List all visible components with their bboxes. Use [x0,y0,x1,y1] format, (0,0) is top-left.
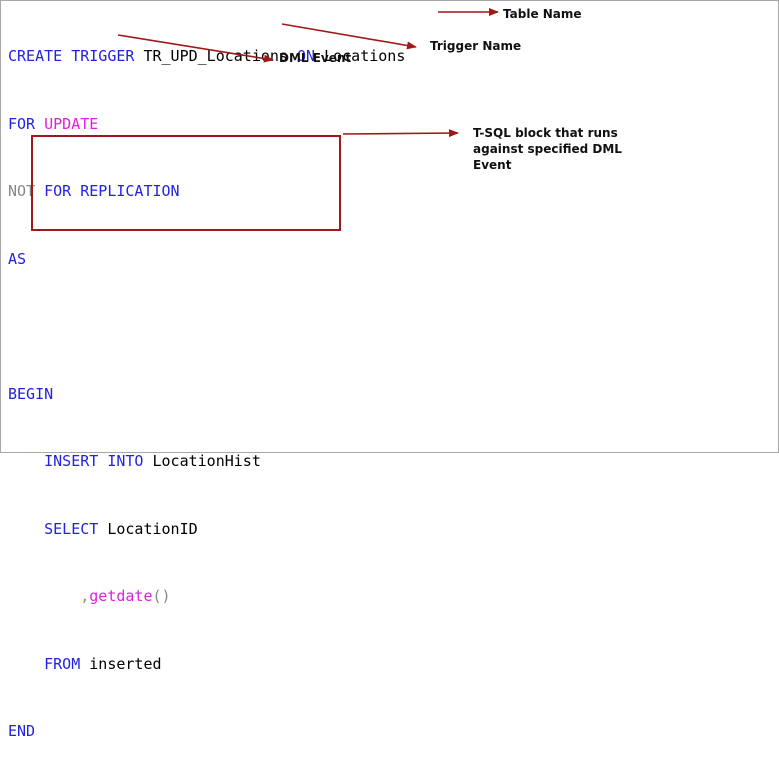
keyword-for-2: FOR [44,182,72,200]
keyword-as: AS [8,249,27,268]
code-line-as: AS [8,248,405,271]
column-text: LocationID [107,519,198,538]
history-table-text: LocationHist [152,452,261,470]
arrow-tsql-block [342,129,459,138]
function-getdate: getdate [89,587,153,605]
inserted-table-text: inserted [89,654,162,673]
keyword-into: INTO [107,452,144,470]
code-line-select: SELECT LocationID [8,518,405,541]
label-tsql-block-line3: Event [473,158,512,172]
keyword-end: END [8,722,36,740]
code-line-from: FROM inserted [8,653,405,676]
label-tsql-block-line2: against specified DML [473,142,622,156]
label-table-name: Table Name [503,7,582,21]
arrow-dml-event [117,34,274,63]
code-line-not-for-replication: NOT FOR REPLICATION [8,180,405,203]
keyword-on: ON [297,47,316,65]
label-dml-event: DML Event [279,51,352,65]
code-line-for-update: FOR UPDATE [8,113,405,136]
code-line-create-trigger: CREATE TRIGGER TR_UPD_Locations ON Locat… [8,45,405,68]
code-line-insert-into: INSERT INTO LocationHist [8,450,405,473]
label-trigger-name: Trigger Name [430,39,522,53]
annotation-arrows [117,8,499,138]
label-tsql-block-line1: T-SQL block that runs [473,126,618,140]
table-name-text: Locations [324,47,406,65]
keyword-trigger: TRIGGER [71,47,135,65]
keyword-select: SELECT [44,519,99,538]
diagram-frame [0,0,779,453]
code-line-begin: BEGIN [8,383,405,406]
keyword-begin: BEGIN [8,384,54,403]
keyword-create: CREATE [8,47,63,65]
keyword-from: FROM [44,654,81,673]
dml-event-text: UPDATE [44,114,99,133]
code-line-getdate: ,getdate() [8,585,405,608]
parens-text: () [152,587,171,605]
arrow-trigger-name [281,23,417,50]
keyword-replication: REPLICATION [80,182,180,200]
comma-text: , [80,587,90,605]
tsql-block-highlight [31,135,341,231]
keyword-insert: INSERT [44,452,99,470]
trigger-name-text: TR_UPD_Locations [143,47,288,65]
code-line-end: END [8,720,405,743]
keyword-for: FOR [8,114,36,133]
keyword-not: NOT [8,182,36,200]
